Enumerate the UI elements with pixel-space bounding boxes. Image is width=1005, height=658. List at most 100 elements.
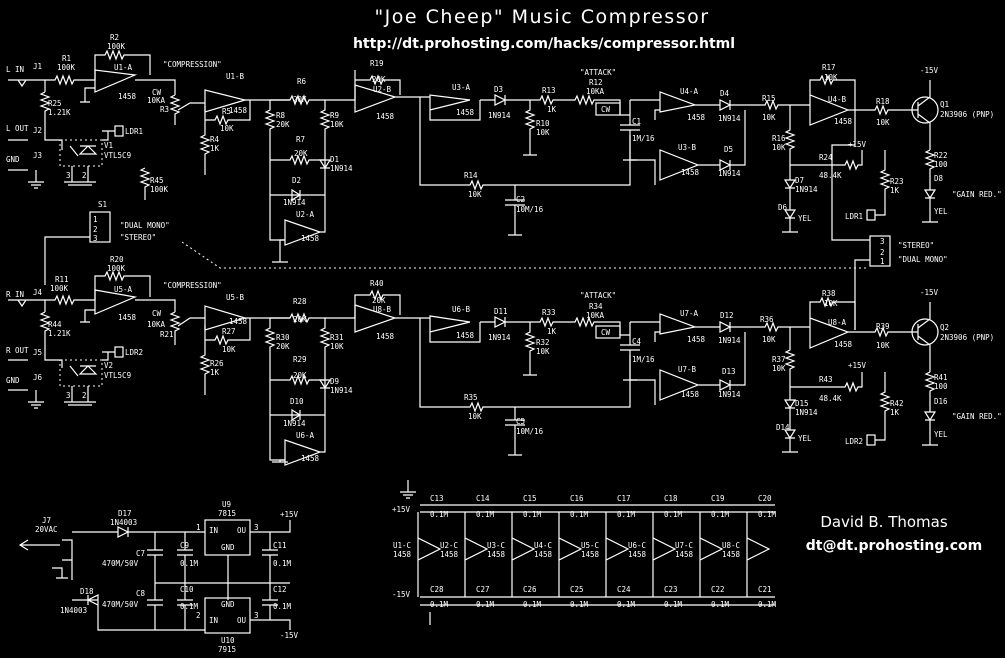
r17-label: R17 (822, 63, 836, 72)
r8-resistor (264, 100, 285, 241)
u8c-symbol (746, 512, 771, 597)
s1-switch[interactable] (89, 211, 111, 243)
u8b-part: 1458 (376, 332, 395, 341)
r4-value: 1K (210, 144, 220, 153)
gnd-label-top: GND (6, 155, 20, 164)
r40-label: R40 (370, 279, 384, 288)
r18-value: 10K (876, 118, 890, 127)
ldr2-connector-right (866, 434, 876, 446)
u1b-opamp (204, 89, 248, 113)
c28-value: 0.1M (430, 600, 449, 609)
r20-value: 100K (107, 264, 126, 273)
u3a-opamp (420, 94, 481, 121)
u8b-opamp (354, 304, 420, 333)
u7a-opamp (630, 313, 698, 342)
r20-feedback (94, 270, 151, 300)
u5a-part: 1458 (118, 313, 137, 322)
u3b-label: U3-B (678, 143, 697, 152)
u5b-opamp (204, 305, 248, 331)
d18-label: D18 (80, 587, 94, 596)
ldr1-label-right: LDR1 (845, 212, 863, 221)
gain-red-top: "GAIN RED." (952, 190, 1002, 199)
u2a-label: U2-A (296, 210, 315, 219)
v1-pin2: 2 (82, 171, 87, 180)
u9-part: 7815 (218, 509, 236, 518)
bypass-rails (400, 480, 775, 625)
d4-diode (695, 99, 760, 111)
ac-input-label: 20VAC (35, 525, 58, 534)
r8-label: R8 (276, 111, 286, 120)
u4b-label: U4-B (828, 95, 847, 104)
u5c-symbol (605, 512, 630, 597)
v1-vactrol (59, 139, 103, 167)
c1-label: C1 (632, 117, 641, 126)
r7-value: 20K (294, 149, 308, 158)
r32-value: 10K (536, 347, 550, 356)
u6b-label: U6-B (452, 305, 471, 314)
d16-value: YEL (934, 430, 948, 439)
r36-value: 10K (762, 335, 776, 344)
c11-value: 0.1M (273, 559, 292, 568)
u1a-wires (80, 79, 176, 103)
d1-value: 1N914 (330, 164, 353, 173)
u3b-d5 (630, 110, 746, 185)
r21-label: R21 (160, 330, 174, 339)
u10-out: OU (237, 616, 246, 625)
attack-label-bottom: "ATTACK" (580, 291, 616, 300)
s1b-switch[interactable] (869, 235, 891, 267)
s1-pin2: 2 (93, 225, 98, 234)
c10-label: C10 (180, 585, 194, 594)
d2-label: D2 (292, 176, 301, 185)
c2-capacitor (505, 185, 525, 236)
link-wire-top (831, 110, 870, 241)
c4-capacitor (620, 322, 640, 381)
s1b-pin2: 2 (880, 248, 885, 257)
c14-label: C14 (476, 494, 490, 503)
c17-value: 0.1M (617, 510, 636, 519)
u3c-symbol (511, 512, 536, 597)
d4-value: 1N914 (718, 114, 741, 123)
bypass-vneg15: -15V (392, 590, 411, 599)
d17-diode (72, 526, 205, 538)
u1c-part: 1458 (393, 550, 412, 559)
q2-part: 2N3906 (PNP) (940, 333, 994, 342)
attack-label-top: "ATTACK" (580, 68, 616, 77)
v1-led-symbol (69, 145, 98, 157)
d9-diode (318, 370, 332, 415)
u5a-opamp (94, 289, 138, 315)
u10-gnd: GND (221, 600, 235, 609)
top-bypass-caps: C13 0.1M C14 0.1M C15 0.1M C16 0.1M C17 … (430, 494, 777, 519)
v1-ground (64, 166, 96, 186)
c15-value: 0.1M (523, 510, 542, 519)
d10-label: D10 (290, 397, 304, 406)
u6c-symbol (652, 512, 677, 597)
r-in-label: R IN (6, 290, 24, 299)
r44-resistor (39, 311, 51, 345)
r9-label: R9 (330, 111, 339, 120)
d6-value: YEL (798, 214, 812, 223)
power-supply: J7 20VAC D17 1N4003 D18 1N4003 C7 470M/5… (18, 500, 299, 654)
r30-resistor (264, 318, 285, 461)
r15-resistor (760, 99, 805, 111)
d3-label: D3 (494, 85, 503, 94)
u4a-label: U4-A (680, 87, 699, 96)
d15-label: D15 (795, 399, 809, 408)
u10-pin3: 3 (254, 611, 259, 620)
c11-label: C11 (273, 541, 287, 550)
c8-capacitor (147, 583, 163, 630)
v2-led-symbol (69, 365, 98, 377)
r31-label: R31 (330, 333, 344, 342)
r43-label: R43 (819, 375, 833, 384)
r21-cw: CW (152, 309, 162, 318)
u9-pin3: 3 (254, 523, 259, 532)
r15-value: 10K (762, 113, 776, 122)
ldr1-connector-right (866, 209, 876, 221)
gnd-label-bottom: GND (6, 376, 20, 385)
vneg15-bottom: -15V (920, 288, 939, 297)
vpos15-top: +15V (848, 140, 867, 149)
r31-value: 10K (330, 342, 344, 351)
j1-label: J1 (33, 62, 42, 71)
d8-value: YEL (934, 207, 948, 216)
gnd-jack-top (8, 169, 44, 189)
d5-label: D5 (724, 145, 733, 154)
